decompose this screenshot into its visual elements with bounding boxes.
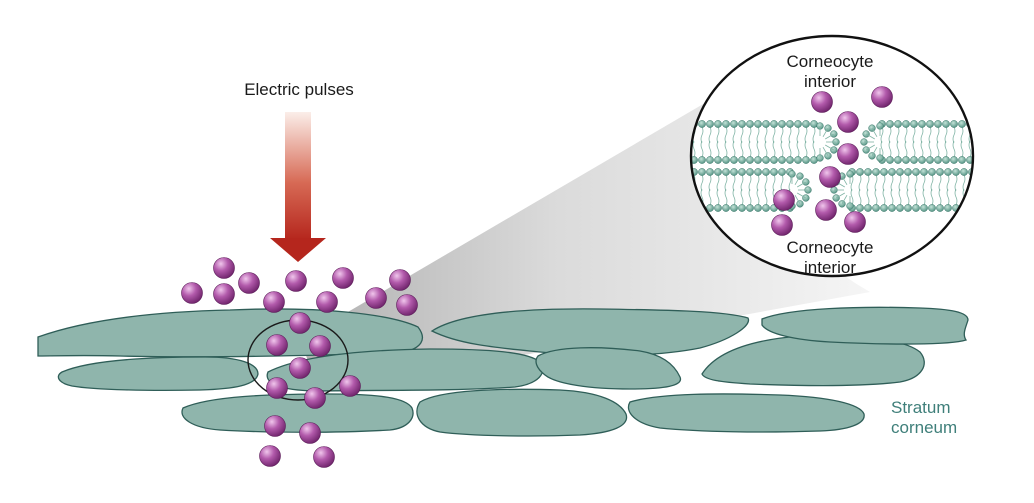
molecule-sphere-icon [365, 287, 387, 309]
molecule-sphere-icon [837, 111, 859, 133]
molecule-sphere-icon [213, 283, 235, 305]
electric-pulse-arrow [270, 112, 326, 262]
molecule-sphere-icon [389, 269, 411, 291]
magnified-view-border [689, 34, 975, 278]
stratum-corneum-layer [37, 306, 969, 437]
molecule-sphere-icon [771, 214, 793, 236]
molecule-sphere-icon [871, 86, 893, 108]
lipid-bilayer [691, 120, 818, 164]
corneocyte-cell [761, 306, 969, 345]
molecule-sphere-icon [313, 446, 335, 468]
corneocyte-cell [701, 334, 925, 387]
molecule-sphere-icon [316, 291, 338, 313]
magnified-view [689, 34, 975, 278]
molecule-sphere-icon [289, 312, 311, 334]
molecule-sphere-icon [304, 387, 326, 409]
molecule-sphere-icon [213, 257, 235, 279]
molecule-sphere-icon [815, 199, 837, 221]
membrane-pore [816, 122, 840, 162]
corneocyte-cell [627, 393, 865, 433]
molecule-sphere-icon [332, 267, 354, 289]
molecule-sphere-icon [238, 272, 260, 294]
corneocyte-interior-bottom-label: Corneocyte interior [786, 238, 874, 277]
molecule-sphere-icon [837, 143, 859, 165]
molecule-sphere-icon [285, 270, 307, 292]
corneocyte-interior-top-label: Corneocyte interior [786, 52, 874, 91]
molecule-sphere-icon [259, 445, 281, 467]
arrow-head [270, 238, 326, 262]
molecule-sphere-icon [266, 334, 288, 356]
corneocyte-cell [416, 388, 628, 437]
molecule-sphere-icon [289, 357, 311, 379]
stratum-corneum-label: Stratum corneum [891, 398, 958, 437]
corneocyte-cell [535, 347, 682, 390]
molecule-sphere-icon [266, 377, 288, 399]
corneocyte-cell [37, 308, 423, 358]
molecule-sphere-icon [263, 291, 285, 313]
molecule-sphere-icon [811, 91, 833, 113]
molecule-sphere-icon [339, 375, 361, 397]
molecule-sphere-icon [181, 282, 203, 304]
molecule-sphere-icon [844, 211, 866, 233]
corneocyte-cell [57, 356, 259, 392]
molecule-sphere-icon [299, 422, 321, 444]
molecule-sphere-icon [396, 294, 418, 316]
down-arrow-icon [285, 112, 311, 240]
molecule-sphere-icon [309, 335, 331, 357]
electric-pulses-label: Electric pulses [244, 80, 354, 99]
membrane-pore [860, 122, 884, 162]
molecule-sphere-icon [819, 166, 841, 188]
corneocyte-cell [430, 308, 750, 357]
molecule-sphere-icon [773, 189, 795, 211]
molecule-sphere-icon [264, 415, 286, 437]
